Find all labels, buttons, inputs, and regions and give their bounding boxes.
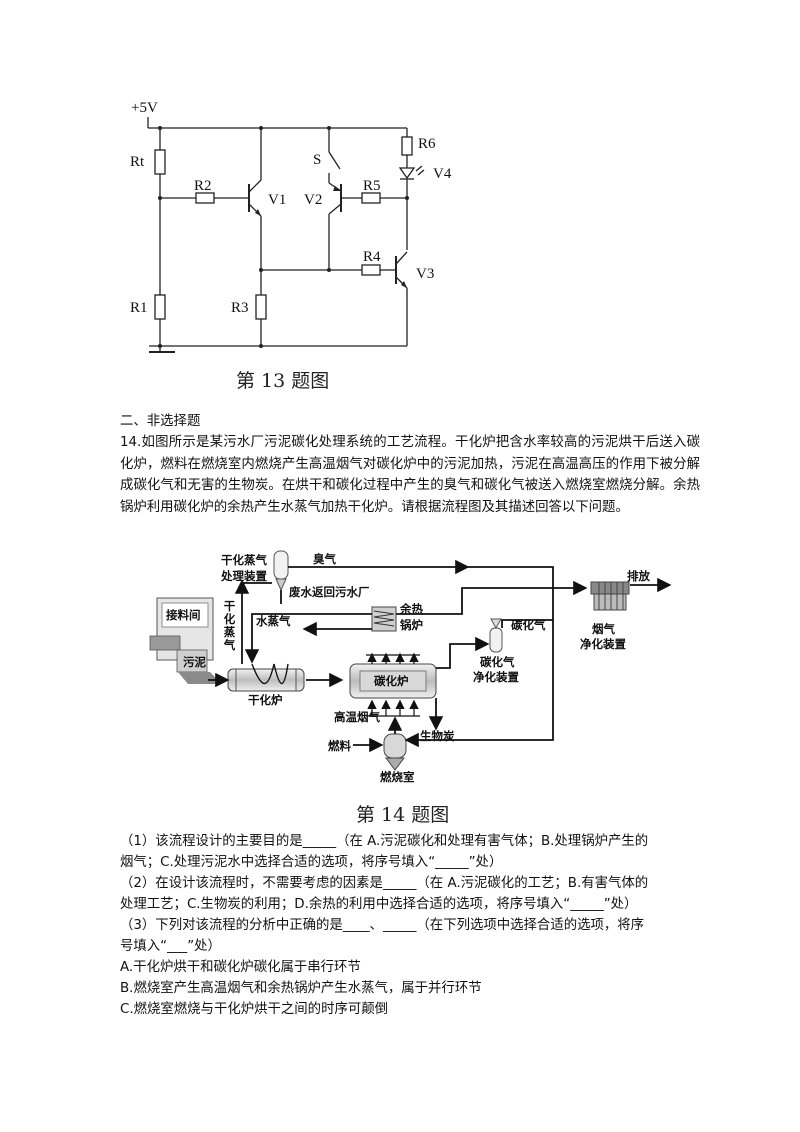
wastewater-label: 废水返回污水厂 — [289, 585, 370, 599]
dryer-label: 干化炉 — [248, 693, 283, 707]
v4-label: V4 — [433, 166, 452, 182]
dry-steam-label: 干化蒸气 — [223, 599, 236, 652]
question-14-intro: 14.如图所示是某污水厂污泥碳化处理系统的工艺流程。干化炉把含水率较高的污泥烘干… — [120, 432, 700, 518]
q3-line-2: 号填入“___”处） — [120, 939, 221, 954]
discharge-label: 排放 — [627, 569, 650, 583]
carbon-purify-label-2: 净化装置 — [473, 670, 519, 684]
odor-label: 臭气 — [313, 552, 336, 566]
v3-label: V3 — [416, 266, 435, 282]
boiler-label-2: 锅炉 — [400, 618, 423, 632]
biochar-label: 生物炭 — [420, 729, 455, 743]
hot-flue-label: 高温烟气 — [334, 710, 380, 724]
carbonizer-label: 碳化炉 — [374, 674, 409, 688]
rt-label: Rt — [130, 154, 145, 170]
flue-purify-label-2: 净化装置 — [580, 637, 626, 651]
r4-label: R4 — [363, 249, 381, 265]
flue-purify-label-1: 烟气 — [592, 622, 615, 636]
flow-diagram — [149, 550, 672, 771]
r6-label: R6 — [418, 136, 436, 152]
section-heading: 二、非选择题 — [120, 414, 201, 429]
carbon-gas-label: 碳化气 — [511, 618, 546, 632]
figure-13-caption: 第 13 题图 — [236, 370, 330, 392]
question-number: 14. — [120, 435, 142, 450]
steam-device-label-1: 干化蒸气 — [221, 553, 267, 567]
r3-label: R3 — [231, 300, 249, 316]
carbon-purify-label-1: 碳化气 — [480, 655, 515, 669]
boiler-label-1: 余热 — [400, 602, 423, 616]
r2-label: R2 — [194, 178, 212, 194]
q2-line-2: 处理工艺；C.生物炭的利用；D.余热的利用中选择合适的选项，将序号填入“____… — [120, 897, 638, 912]
option-b: B.燃烧室产生高温烟气和余热锅炉产生水蒸气，属于并行环节 — [120, 981, 482, 996]
switch-label: S — [313, 152, 322, 168]
steam-device-label-2: 处理装置 — [221, 569, 267, 583]
combustion-label: 燃烧室 — [380, 770, 415, 784]
figure-14-caption: 第 14 题图 — [356, 804, 450, 826]
receiving-room-label: 接料间 — [166, 608, 201, 622]
q1-line-2: 烟气；C.处理污泥水中选择合适的选项，将序号填入“_____”处） — [120, 855, 503, 870]
option-c: C.燃烧室燃烧与干化炉烘干之间的时序可颠倒 — [120, 1002, 389, 1017]
q1-line-1: （1）该流程设计的主要目的是_____（在 A.污泥碳化和处理有害气体；B.处理… — [120, 834, 649, 849]
water-vapor-label: 水蒸气 — [256, 614, 291, 628]
v2-label: V2 — [304, 192, 323, 208]
intro-text: 如图所示是某污水厂污泥碳化处理系统的工艺流程。干化炉把含水率较高的污泥烘干后送入… — [120, 435, 700, 515]
q3-line-1: （3）下列对该流程的分析中正确的是____、_____（在下列选项中选择合适的选… — [120, 918, 645, 933]
q2-line-1: （2）在设计该流程时，不需要考虑的因素是_____（在 A.污泥碳化的工艺；B.… — [120, 876, 649, 891]
option-a: A.干化炉烘干和碳化炉碳化属于串行环节 — [120, 960, 361, 975]
sludge-label: 污泥 — [183, 655, 206, 669]
r5-label: R5 — [363, 178, 381, 194]
supply-label: +5V — [131, 100, 158, 116]
r1-label: R1 — [130, 300, 148, 316]
v1-label: V1 — [268, 192, 287, 208]
fuel-label: 燃料 — [328, 739, 351, 753]
circuit-diagram — [147, 117, 425, 353]
